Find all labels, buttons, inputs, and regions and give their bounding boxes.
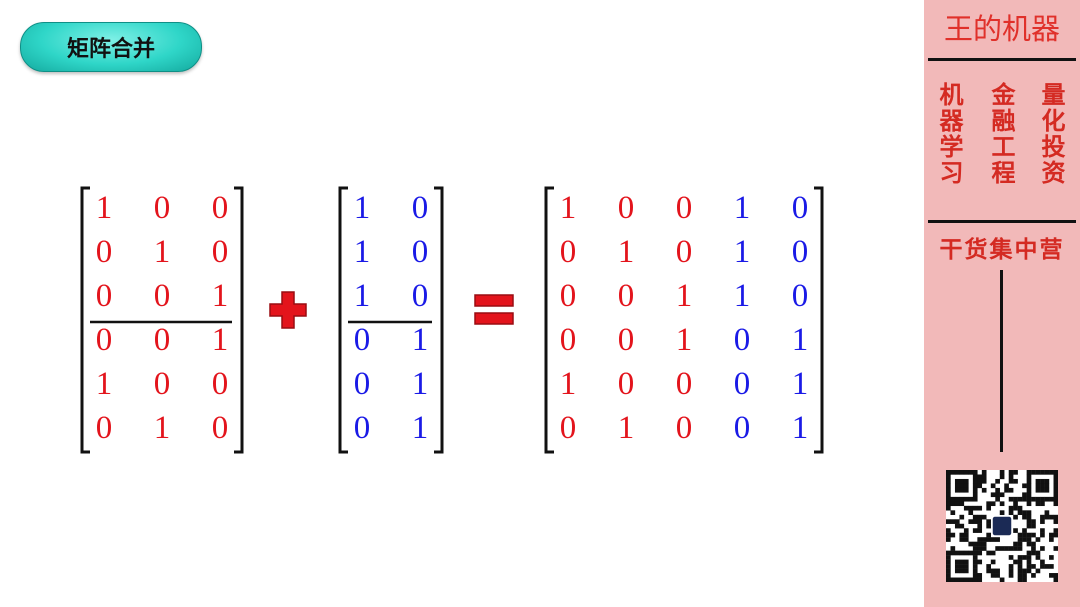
plus-icon (268, 290, 308, 334)
matrix-cell: 1 (791, 410, 809, 446)
matrix-cell: 0 (791, 234, 809, 270)
matrix-cell: 1 (353, 190, 371, 226)
matrix-cell: 1 (733, 278, 751, 314)
matrix-cell: 1 (675, 322, 693, 358)
brand-title: 王的机器 (943, 12, 1060, 46)
matrix-cell: 0 (675, 410, 693, 446)
vertical-line (1000, 270, 1003, 452)
matrix-cell: 0 (733, 410, 751, 446)
matrix-cell: 0 (353, 366, 371, 402)
matrix-cell: 0 (733, 366, 751, 402)
matrix-cell: 0 (95, 234, 113, 270)
matrix-cell: 0 (675, 190, 693, 226)
topic-column-2: 金融工程 (987, 82, 1016, 186)
matrix-cell: 0 (675, 234, 693, 270)
matrix-cell: 0 (153, 366, 171, 402)
matrix-cell: 0 (353, 322, 371, 358)
matrix-cell: 1 (153, 234, 171, 270)
matrix-cell: 1 (211, 278, 229, 314)
equals-icon (473, 292, 515, 332)
matrix-cell: 0 (211, 366, 229, 402)
matrix-cell: 1 (791, 366, 809, 402)
title-badge: 矩阵合并 (20, 22, 202, 72)
topic-column-1: 机器学习 (935, 82, 964, 186)
matrix-cell: 1 (559, 190, 577, 226)
matrix-cell: 1 (411, 322, 429, 358)
divider (928, 220, 1076, 223)
matrix-cell: 0 (617, 366, 635, 402)
matrix-brackets (338, 186, 444, 454)
matrix-cell: 0 (411, 234, 429, 270)
matrix-cell: 0 (617, 190, 635, 226)
matrix-cell: 0 (675, 366, 693, 402)
matrix-cell: 0 (211, 410, 229, 446)
matrix-cell: 1 (353, 278, 371, 314)
qr-code-icon (946, 470, 1059, 583)
matrix-cell: 0 (411, 190, 429, 226)
matrix-cell: 1 (411, 410, 429, 446)
matrix-brackets (544, 186, 824, 454)
matrix-cell: 1 (211, 322, 229, 358)
matrix-cell: 0 (95, 278, 113, 314)
matrix-cell: 1 (675, 278, 693, 314)
matrix-cell: 0 (95, 410, 113, 446)
matrix-cell: 0 (153, 322, 171, 358)
matrix-cell: 0 (733, 322, 751, 358)
matrix-cell: 0 (153, 190, 171, 226)
matrix-cell: 0 (617, 322, 635, 358)
matrix-cell: 0 (559, 278, 577, 314)
matrix-b: 1 0 1 0 1 0 0 1 0 1 0 1 (338, 186, 444, 454)
matrix-cell: 1 (411, 366, 429, 402)
matrix-cell: 1 (559, 366, 577, 402)
matrix-brackets (80, 186, 244, 454)
matrix-a: 1 0 0 0 1 0 0 0 1 0 0 1 1 0 0 0 1 0 (80, 186, 244, 454)
matrix-cell: 1 (733, 234, 751, 270)
topic-column-3: 量化投资 (1037, 82, 1066, 186)
matrix-cell: 1 (95, 190, 113, 226)
matrix-cell: 0 (559, 322, 577, 358)
matrix-cell: 0 (153, 278, 171, 314)
matrix-cell: 1 (617, 410, 635, 446)
matrix-cell: 1 (617, 234, 635, 270)
matrix-cell: 1 (153, 410, 171, 446)
title-text: 矩阵合并 (66, 37, 155, 62)
divider (928, 58, 1076, 61)
matrix-cell: 0 (791, 190, 809, 226)
sidebar: 王的机器 机器学习 金融工程 量化投资 干货集中营 (924, 0, 1080, 607)
matrix-cell: 0 (617, 278, 635, 314)
matrix-cell: 0 (559, 410, 577, 446)
matrix-cell: 0 (559, 234, 577, 270)
matrix-cell: 1 (353, 234, 371, 270)
matrix-cell: 0 (211, 190, 229, 226)
matrix-cell: 0 (211, 234, 229, 270)
matrix-cell: 0 (353, 410, 371, 446)
tagline: 干货集中营 (939, 236, 1065, 263)
matrix-cell: 0 (95, 322, 113, 358)
matrix-cell: 1 (791, 322, 809, 358)
matrix-cell: 1 (733, 190, 751, 226)
matrix-cell: 0 (411, 278, 429, 314)
matrix-cell: 1 (95, 366, 113, 402)
matrix-cell: 0 (791, 278, 809, 314)
matrix-c: 1 0 0 1 0 0 1 0 1 0 0 0 1 1 0 0 0 1 0 1 1 0 0 0 1 0 1 0 0 1 (544, 186, 824, 454)
